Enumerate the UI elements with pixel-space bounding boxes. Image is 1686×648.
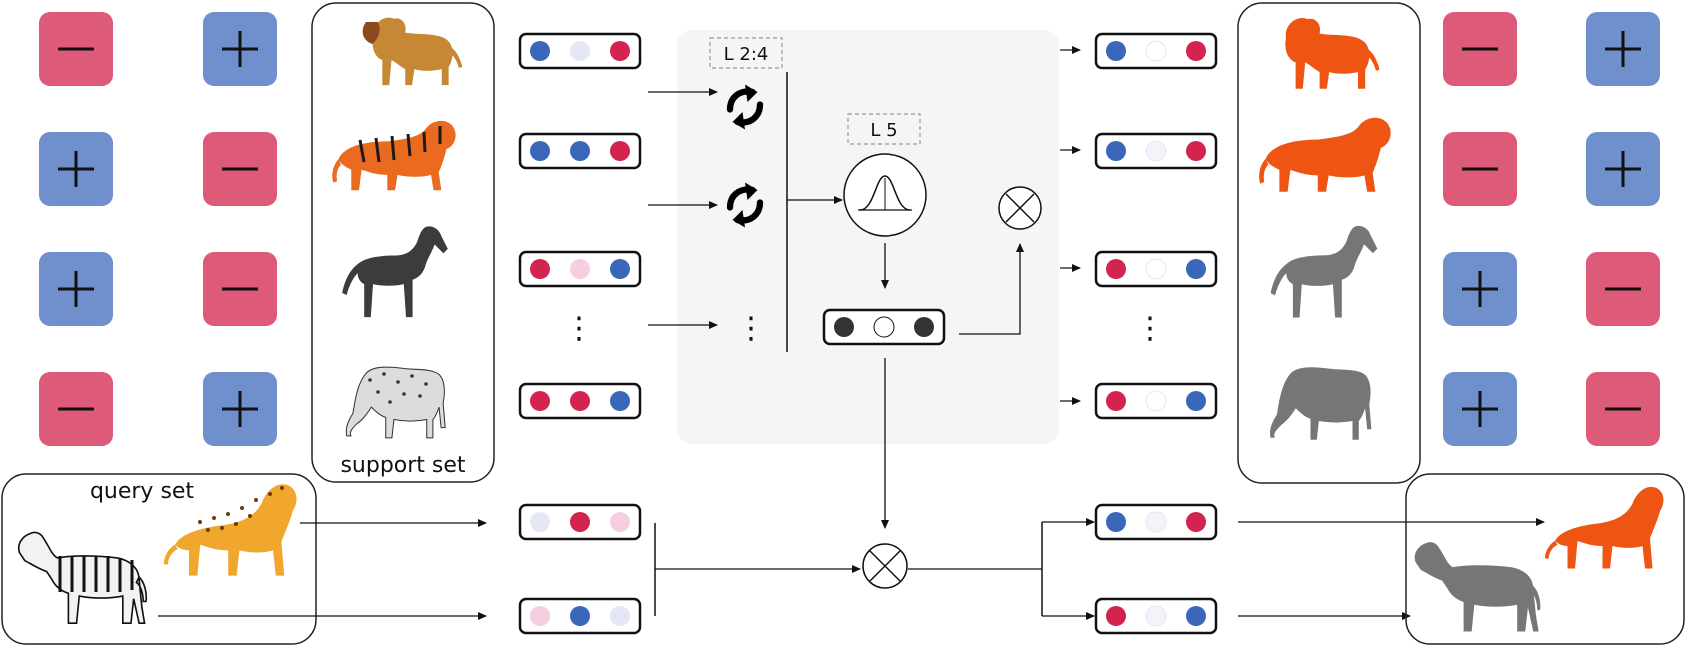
aggregate-embedding xyxy=(822,308,946,346)
embedding-dot xyxy=(610,512,630,532)
grazing-horse-silhouette xyxy=(1270,367,1372,440)
embedding-dot xyxy=(1145,140,1167,162)
embedding-dot xyxy=(530,141,550,161)
query-set-label: query set xyxy=(90,479,194,504)
query-output-embedding xyxy=(1094,503,1218,541)
embedding-dot xyxy=(530,606,550,626)
embedding-dot xyxy=(1145,258,1167,280)
support-embedding xyxy=(518,250,642,288)
embedding-dot xyxy=(610,141,630,161)
support-embedding xyxy=(518,32,642,70)
gaussian-icon xyxy=(843,153,927,237)
embedding-dot xyxy=(1106,606,1126,626)
masked-embedding xyxy=(1094,132,1218,170)
embedding-dot xyxy=(1145,390,1167,412)
embedding-dot xyxy=(570,606,590,626)
query-result-frame xyxy=(1405,473,1685,645)
zebra-image xyxy=(17,531,148,625)
tiger-image xyxy=(332,120,456,191)
left-sign-tiles xyxy=(39,12,277,446)
query-embedding xyxy=(518,503,642,541)
masked-support-frame xyxy=(1237,2,1421,484)
embedding-dot xyxy=(1106,41,1126,61)
embedding-dot xyxy=(1186,512,1206,532)
embedding-dot xyxy=(1186,141,1206,161)
embedding-dot xyxy=(570,41,590,61)
embedding-dot xyxy=(1106,141,1126,161)
ellipsis-right: ⋮ xyxy=(1135,311,1165,346)
embedding-dot xyxy=(570,141,590,161)
tiger-silhouette xyxy=(1259,117,1391,192)
embedding-dot xyxy=(1186,606,1206,626)
embedding-vectors xyxy=(518,32,1218,635)
plus-icon xyxy=(1605,151,1641,187)
embedding-dot xyxy=(1106,391,1126,411)
support-embedding xyxy=(518,132,642,170)
multiply-icon xyxy=(998,186,1042,230)
embedding-dot xyxy=(610,259,630,279)
layer-5-label-box xyxy=(847,113,921,145)
spotted-horse-image xyxy=(345,366,446,439)
plus-icon xyxy=(1605,31,1641,67)
embedding-dot xyxy=(570,512,590,532)
vector-to-multiply-arrow xyxy=(959,243,1024,335)
query-set-frame xyxy=(1,473,317,645)
embedding-dot xyxy=(873,316,895,338)
layer-5-label: L 5 xyxy=(870,120,897,141)
black-horse-image xyxy=(342,226,448,318)
embedding-dot xyxy=(570,259,590,279)
embedding-dot xyxy=(1145,605,1167,627)
plus-icon xyxy=(58,271,94,307)
embedding-dot xyxy=(1106,512,1126,532)
plus-icon xyxy=(58,151,94,187)
embedding-dot xyxy=(1186,391,1206,411)
embedding-dot xyxy=(530,391,550,411)
support-set-label: support set xyxy=(340,453,465,478)
masked-embedding xyxy=(1094,250,1218,288)
query-output-embedding xyxy=(1094,597,1218,635)
embedding-dot xyxy=(1145,40,1167,62)
query-embedding xyxy=(518,597,642,635)
horse-silhouette xyxy=(1270,225,1378,318)
leopard-image xyxy=(163,484,297,576)
plus-icon xyxy=(1462,391,1498,427)
embedding-dot xyxy=(1106,259,1126,279)
multiply-icon-query xyxy=(862,543,908,589)
layer-2-4-label-box xyxy=(709,37,783,69)
query-set-panel: query set xyxy=(1,473,317,645)
layer-2-4-label: L 2:4 xyxy=(724,44,769,65)
masked-embedding xyxy=(1094,32,1218,70)
query-result-panel xyxy=(1405,473,1685,645)
ellipsis-left: ⋮ xyxy=(564,311,594,346)
right-sign-tiles xyxy=(1443,12,1660,446)
embedding-dot xyxy=(570,391,590,411)
masked-embedding xyxy=(1094,382,1218,420)
plus-icon xyxy=(222,391,258,427)
support-set-panel: support set xyxy=(311,2,495,483)
parameter-generation-panel xyxy=(677,30,1059,444)
support-embedding xyxy=(518,382,642,420)
lion-image xyxy=(362,17,463,86)
embedding-dot xyxy=(610,41,630,61)
embedding-dot xyxy=(834,317,854,337)
embedding-dot xyxy=(530,41,550,61)
embedding-dot xyxy=(1186,41,1206,61)
support-set-frame xyxy=(311,2,495,483)
ellipsis-center: ⋮ xyxy=(736,311,766,346)
masked-support-panel xyxy=(1237,2,1421,484)
embedding-dot xyxy=(530,259,550,279)
embedding-dot xyxy=(530,512,550,532)
embedding-dot xyxy=(610,606,630,626)
lion-silhouette xyxy=(1285,17,1380,89)
embedding-dot xyxy=(1186,259,1206,279)
zebra-silhouette xyxy=(1414,542,1541,632)
embedding-dot xyxy=(1145,511,1167,533)
leopard-silhouette xyxy=(1545,486,1664,569)
embedding-dot xyxy=(610,391,630,411)
plus-icon xyxy=(1462,271,1498,307)
embedding-dot xyxy=(914,317,934,337)
plus-icon xyxy=(222,31,258,67)
